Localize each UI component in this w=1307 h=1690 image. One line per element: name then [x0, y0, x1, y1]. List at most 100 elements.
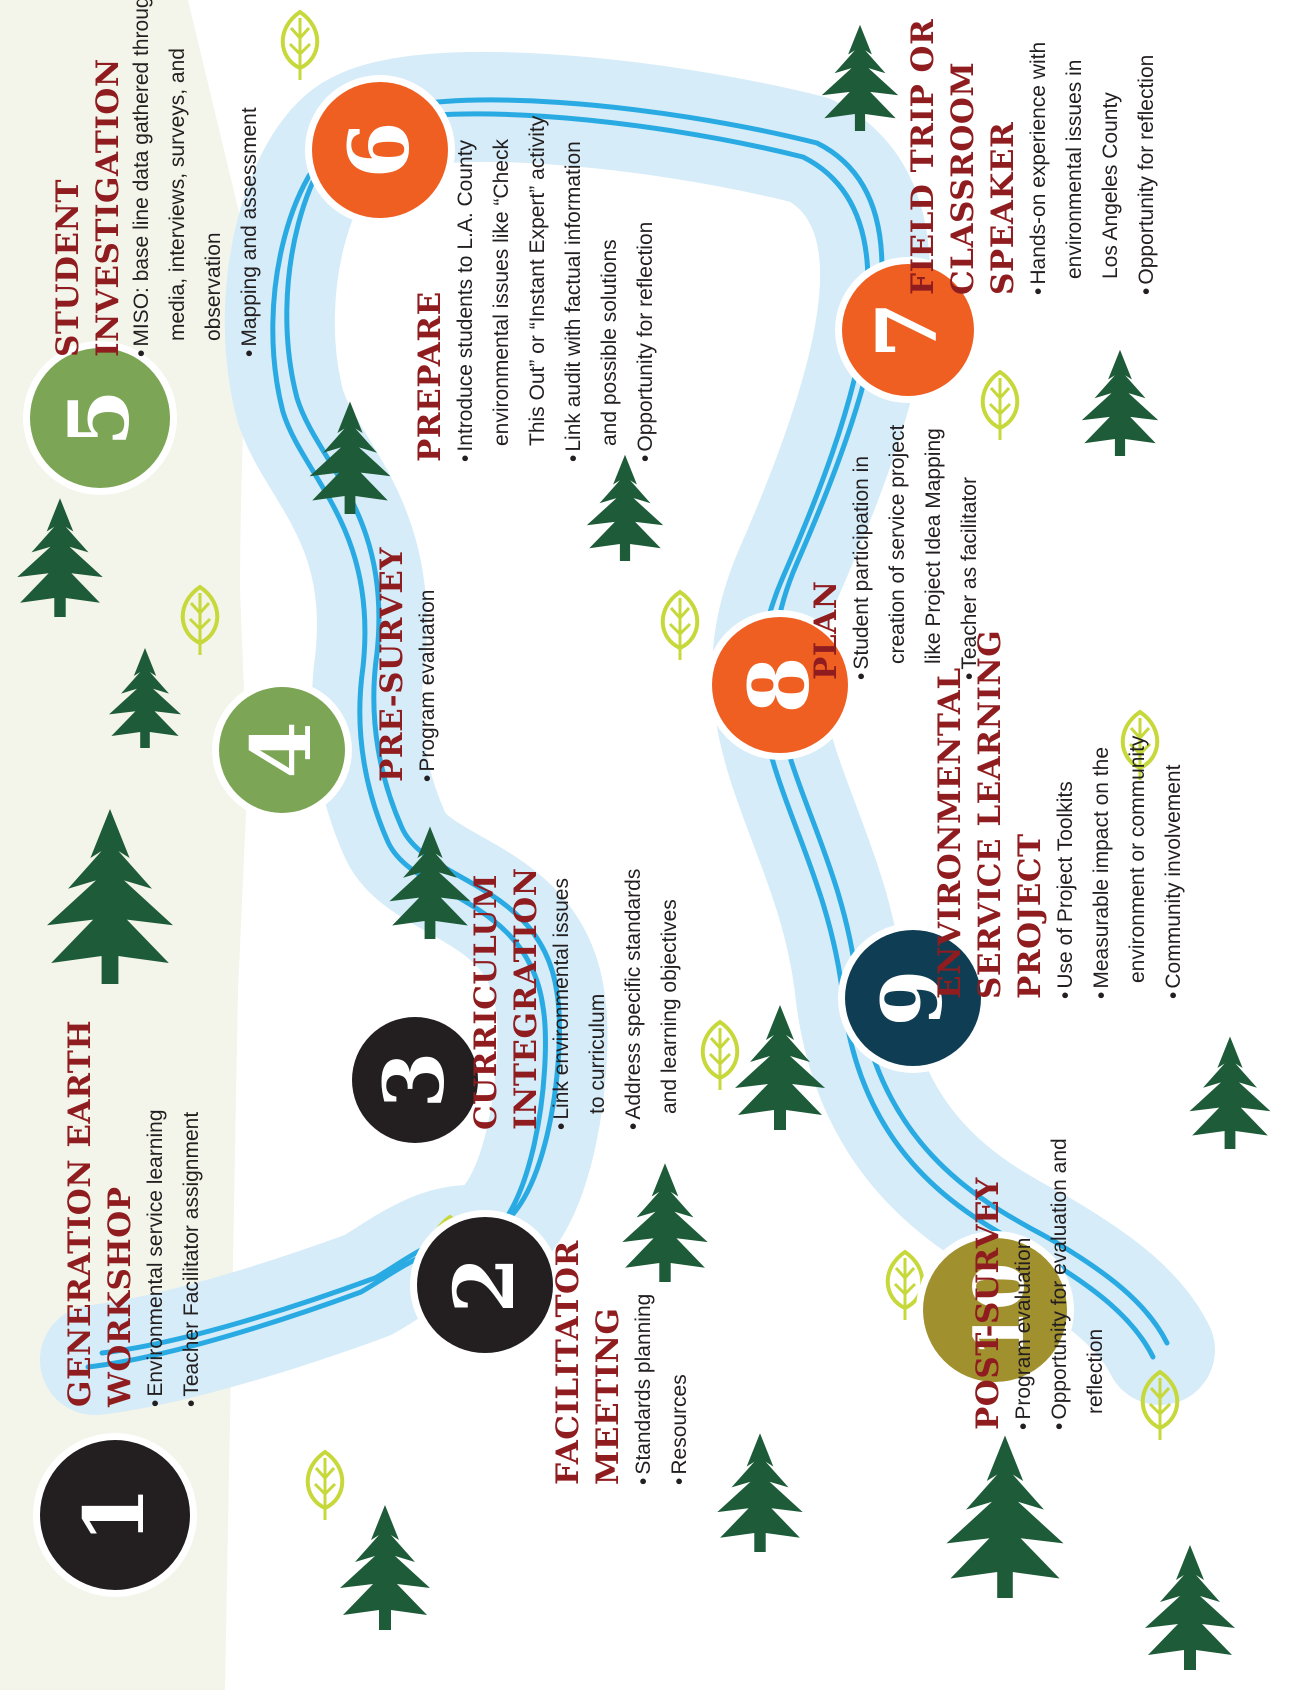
step-title-line: ENVIRONMENTAL — [932, 667, 968, 999]
step-stone-disc — [312, 82, 448, 218]
pine-tree-icon — [340, 1505, 430, 1630]
bullet-line: Opportunity for reflection — [1129, 42, 1165, 295]
bullet-item: Program evaluation — [1006, 1138, 1042, 1430]
step-number: 8 — [732, 656, 828, 713]
step-title-line: SPEAKER — [985, 121, 1021, 295]
pine-tree-icon — [821, 24, 899, 132]
bullet-line: Environmental service learning — [138, 1110, 174, 1408]
step-bullets-9: Use of Project ToolkitsMeasurable impact… — [1048, 736, 1192, 999]
pine-tree-icon — [946, 1435, 1064, 1598]
step-bullets-10: Program evaluationOpportunity for evalua… — [1006, 1138, 1114, 1430]
bullet-line: environment or community — [1126, 735, 1149, 983]
bullet-line: Program evaluation — [410, 590, 446, 782]
leaf-icon — [660, 589, 700, 660]
bullet-line: environmental issues in — [1063, 59, 1086, 279]
step-number: 3 — [367, 1051, 463, 1108]
trees — [17, 24, 1271, 1670]
step-stone-3: 3 — [345, 1010, 485, 1150]
step-title-4: PRE-SURVEY — [372, 547, 412, 782]
bullet-line: Link environmental issues — [544, 869, 580, 1130]
step-title-line: PRE-SURVEY — [374, 546, 410, 782]
bullet-line: environmental issues like “Check — [490, 139, 513, 446]
step-stone-disc — [40, 1440, 190, 1590]
bullet-line: Resources — [662, 1294, 698, 1485]
bullet-line: and possible solutions — [598, 239, 621, 446]
bullet-line: media, interviews, surveys, and — [166, 48, 189, 341]
step-stone-1: 1 — [33, 1433, 197, 1597]
bullet-item: Use of Project Toolkits — [1048, 736, 1084, 999]
step-title-10: POST-SURVEY — [968, 1177, 1008, 1430]
step-stone-disc — [352, 1017, 478, 1143]
bullet-line: Introduce students to L.A. County — [448, 116, 484, 462]
bullet-line: Program evaluation — [1006, 1138, 1042, 1430]
bullet-line: reflection — [1084, 1328, 1107, 1414]
step-number: 5 — [52, 389, 148, 446]
pine-tree-icon — [1145, 1545, 1235, 1670]
river-stream-b — [99, 97, 1170, 1356]
step-bullets-2: Standards planningResources — [626, 1294, 698, 1485]
step-title-line: FACILITATOR — [550, 1240, 586, 1485]
step-bullets-1: Environmental service learningTeacher Fa… — [138, 1110, 210, 1408]
leaf-icon — [280, 9, 320, 80]
bullet-line: Los Angeles County — [1099, 92, 1122, 279]
leaf-icon — [1140, 1369, 1180, 1440]
bullet-line: Standards planning — [626, 1294, 662, 1485]
step-stone-disc — [712, 617, 848, 753]
river — [40, 51, 1215, 1415]
step-number: 6 — [332, 121, 428, 178]
pine-tree-icon — [622, 1163, 708, 1283]
step-title-6: PREPARE — [410, 291, 450, 462]
step-stone-5: 5 — [23, 341, 177, 495]
bullet-line: MISO: base line data gathered through — [124, 0, 160, 357]
pine-tree-icon — [389, 826, 471, 940]
step-number: 2 — [437, 1256, 533, 1313]
step-title-7: FIELD TRIP orCLASSROOMSPEAKER — [903, 19, 1023, 295]
step-title-line: WORKSHOP — [102, 1186, 138, 1407]
bullet-line: Student participation in — [844, 425, 880, 680]
step-title-line: PREPARE — [412, 291, 448, 462]
step-title-line: CLASSROOM — [945, 61, 981, 295]
step-title-line: PLAN — [808, 580, 844, 681]
step-title-line: FIELD TRIP or — [905, 18, 941, 295]
step-bullets-5: MISO: base line data gathered through med… — [124, 0, 268, 357]
step-bullets-4: Program evaluation — [410, 590, 446, 782]
bullet-item: Mapping and assessment — [232, 0, 268, 357]
leaf-icon — [980, 369, 1020, 440]
step-stone-6: 6 — [305, 75, 455, 225]
bullet-line: and learning objectives — [658, 899, 681, 1114]
river-stream-a — [85, 111, 1156, 1370]
bullet-line: Community involvement — [1156, 736, 1192, 999]
bullet-item: Introduce students to L.A. County environ… — [448, 116, 556, 462]
bullet-item: MISO: base line data gathered through med… — [124, 0, 232, 357]
step-stone-disc — [219, 687, 345, 813]
leaf-icon — [700, 1019, 740, 1090]
pine-tree-icon — [735, 1005, 825, 1130]
bullet-line: Teacher Facilitator assignment — [174, 1110, 210, 1408]
step-stone-8: 8 — [705, 610, 855, 760]
bullet-line: Opportunity for evaluation and — [1042, 1138, 1078, 1430]
pine-tree-icon — [108, 647, 182, 749]
step-number: 7 — [860, 301, 956, 358]
step-stone-disc — [842, 264, 974, 396]
step-title-line: INVESTIGATION — [90, 58, 126, 357]
step-title-line: MEETING — [590, 1307, 626, 1485]
step-title-line: POST-SURVEY — [970, 1177, 1006, 1430]
step-stone-2: 2 — [410, 1210, 560, 1360]
bullet-item: Resources — [662, 1294, 698, 1485]
river-band — [40, 51, 1215, 1415]
step-title-line: INTEGRATION — [508, 867, 544, 1130]
step-title-line: STUDENT — [50, 179, 86, 357]
bullet-item: Teacher Facilitator assignment — [174, 1110, 210, 1408]
